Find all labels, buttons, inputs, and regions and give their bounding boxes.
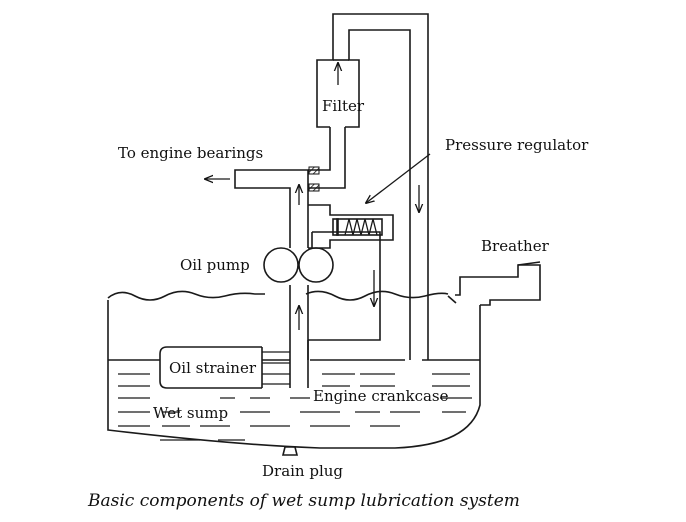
label-filter: Filter	[322, 97, 365, 115]
label-engine-crankcase: Engine crankcase	[313, 387, 449, 405]
oil-surface-wave	[107, 290, 449, 301]
sump-oil	[108, 359, 480, 441]
oil-pump	[263, 247, 334, 283]
label-breather: Breather	[481, 237, 550, 255]
filter-unit	[308, 13, 429, 360]
label-wet-sump: Wet sump	[153, 404, 228, 422]
pressure-regulator	[308, 153, 431, 341]
suction-pipe	[289, 285, 309, 388]
crankcase-outline	[107, 261, 541, 449]
label-oil-strainer: Oil strainer	[169, 359, 257, 377]
label-oil-pump: Oil pump	[180, 256, 250, 274]
label-to-engine-bearings: To engine bearings	[118, 144, 263, 162]
drain-plug	[281, 446, 299, 456]
label-pressure-regulator: Pressure regulator	[445, 136, 589, 154]
delivery-pipe	[205, 166, 320, 248]
oil-strainer	[159, 346, 290, 389]
label-drain-plug: Drain plug	[262, 462, 343, 480]
diagram-caption: Basic components of wet sump lubrication…	[87, 491, 520, 511]
